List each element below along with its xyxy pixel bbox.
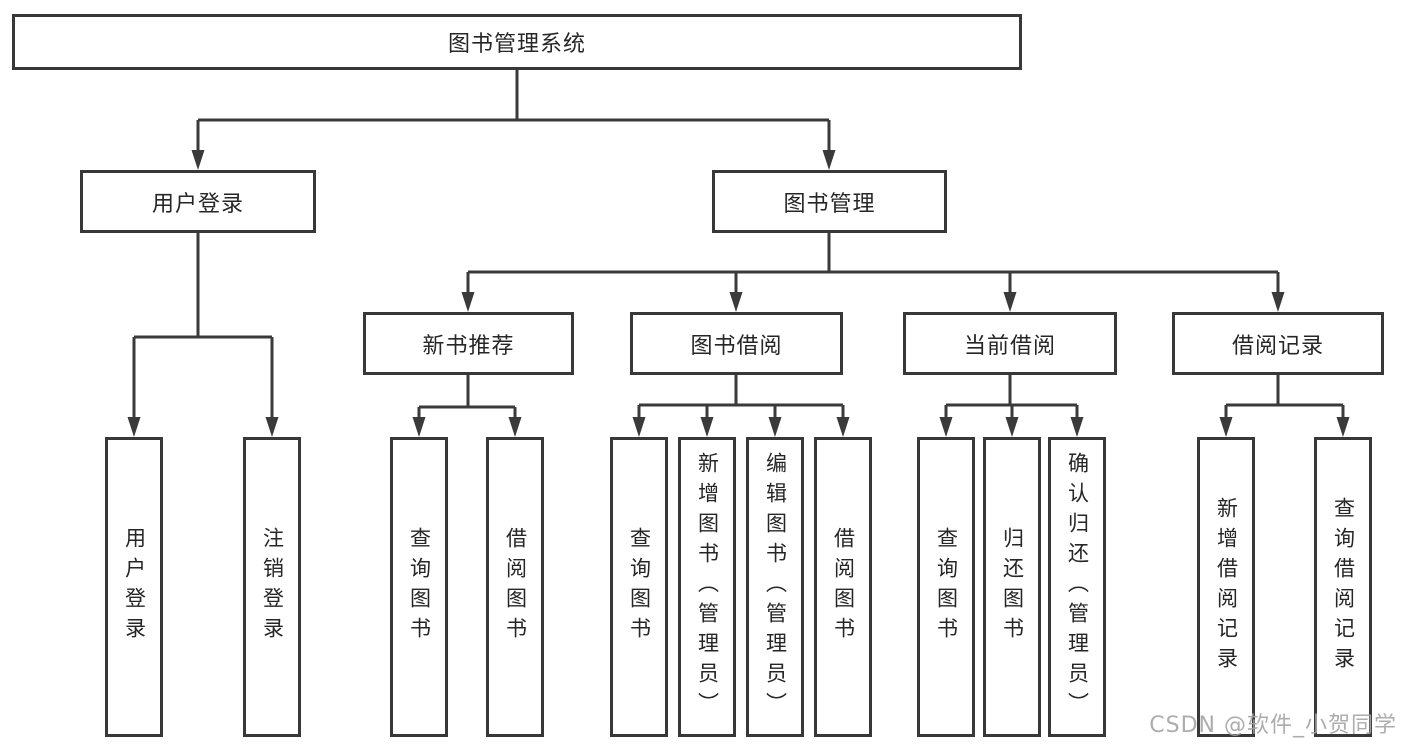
leaf-borrow-books-recommend-label: 借阅图书	[503, 527, 528, 647]
node-current-borrowing: 当前借阅	[903, 312, 1117, 375]
node-library-system: 图书管理系统	[12, 14, 1022, 70]
leaf-query-books-borrowing-label: 查询图书	[627, 527, 652, 647]
leaf-query-books-recommend-label: 查询图书	[407, 527, 432, 647]
leaf-query-books-current: 查询图书	[917, 437, 975, 737]
node-user-login: 用户登录	[80, 170, 316, 233]
leaf-borrow-books-borrowing-label: 借阅图书	[831, 527, 856, 647]
node-book-management: 图书管理	[712, 170, 947, 233]
leaf-add-borrow-record: 新增借阅记录	[1197, 437, 1255, 737]
leaf-borrow-books-borrowing: 借阅图书	[814, 437, 872, 737]
leaf-query-books-current-label: 查询图书	[934, 527, 959, 647]
node-book-borrowing: 图书借阅	[630, 312, 843, 375]
leaf-edit-book-admin-label: 编辑图书（管理员）	[763, 452, 788, 722]
leaf-return-book: 归还图书	[983, 437, 1041, 737]
leaf-confirm-return-admin-label: 确认归还（管理员）	[1065, 452, 1090, 722]
node-new-book-recommendation-label: 新书推荐	[422, 333, 515, 359]
node-current-borrowing-label: 当前借阅	[963, 333, 1056, 359]
watermark: CSDN @软件_小贺同学	[1149, 713, 1397, 738]
leaf-add-book-admin-label: 新增图书（管理员）	[695, 452, 720, 722]
leaf-logout: 注销登录	[243, 437, 301, 737]
node-new-book-recommendation: 新书推荐	[363, 312, 574, 375]
leaf-user-login-label: 用户登录	[122, 527, 147, 647]
leaf-query-books-recommend: 查询图书	[390, 437, 448, 737]
leaf-add-book-admin: 新增图书（管理员）	[678, 437, 736, 737]
leaf-confirm-return-admin: 确认归还（管理员）	[1048, 437, 1106, 737]
node-user-login-label: 用户登录	[151, 191, 244, 217]
leaf-query-books-borrowing: 查询图书	[610, 437, 668, 737]
leaf-user-login: 用户登录	[105, 437, 163, 737]
node-book-management-label: 图书管理	[783, 191, 876, 217]
leaf-borrow-books-recommend: 借阅图书	[486, 437, 544, 737]
node-book-borrowing-label: 图书借阅	[690, 333, 783, 359]
leaf-return-book-label: 归还图书	[1000, 527, 1025, 647]
leaf-query-borrow-record: 查询借阅记录	[1314, 437, 1372, 737]
node-borrowing-records-label: 借阅记录	[1231, 333, 1324, 359]
leaf-edit-book-admin: 编辑图书（管理员）	[746, 437, 804, 737]
leaf-add-borrow-record-label: 新增借阅记录	[1214, 497, 1239, 677]
leaf-logout-label: 注销登录	[260, 527, 285, 647]
node-library-system-label: 图书管理系统	[447, 32, 586, 57]
leaf-query-borrow-record-label: 查询借阅记录	[1331, 497, 1356, 677]
node-borrowing-records: 借阅记录	[1172, 312, 1384, 375]
